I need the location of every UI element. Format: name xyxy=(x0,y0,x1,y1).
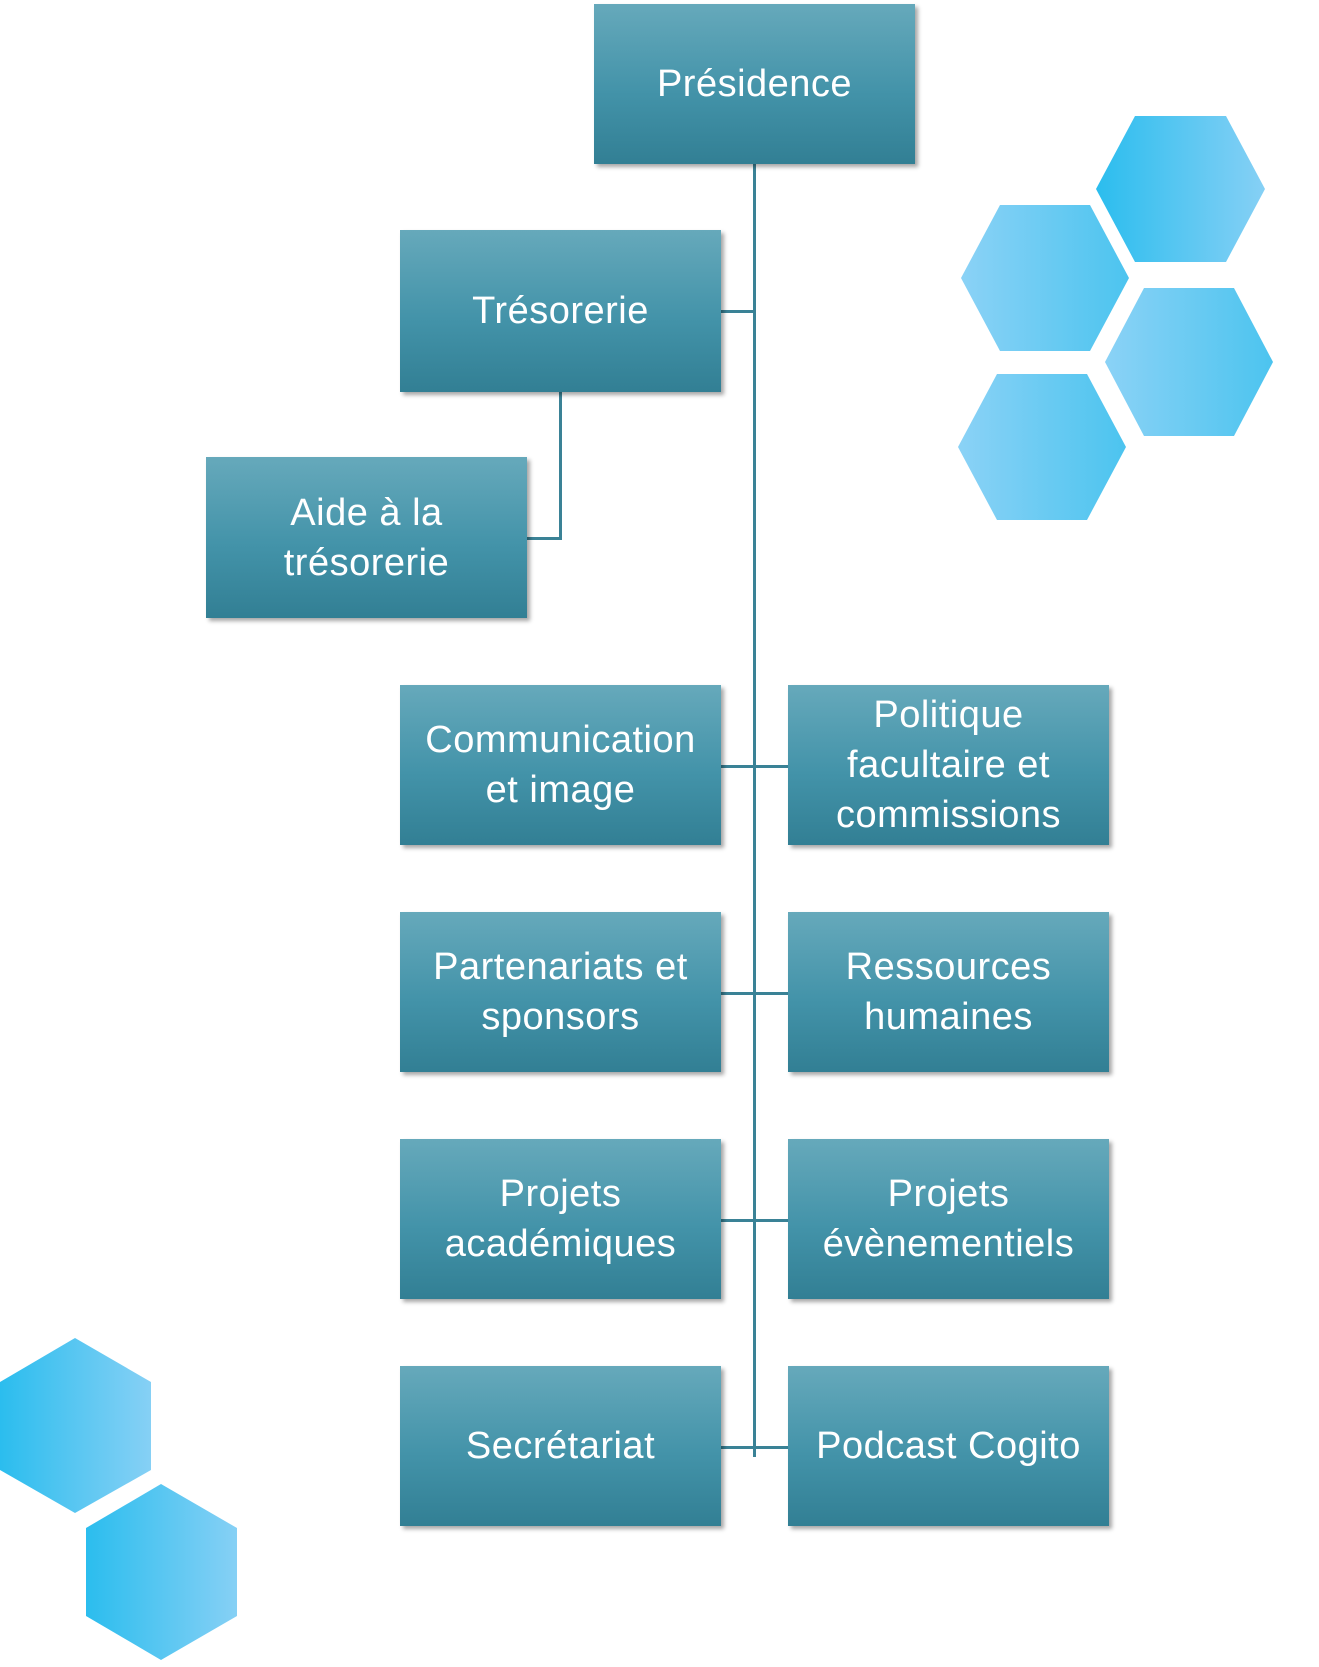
node-label: Secrétariat xyxy=(465,1425,656,1467)
node-podcast: Podcast Cogito xyxy=(788,1366,1109,1526)
node-label: Partenariats et sponsors xyxy=(433,946,688,1038)
node-secretariat: Secrétariat xyxy=(400,1366,721,1526)
connector-aide-horizontal xyxy=(527,537,562,540)
node-politique: Politique facultaire et commissions xyxy=(788,685,1109,845)
node-label: Podcast Cogito xyxy=(816,1425,1081,1467)
node-label: Aide à la trésorerie xyxy=(283,491,450,584)
node-communication: Communication et image xyxy=(400,685,721,845)
connector-row-1 xyxy=(721,765,788,768)
node-tresorerie: Trésorerie xyxy=(400,230,721,392)
hexagon-shape xyxy=(958,374,1126,520)
connector-row-3 xyxy=(721,1219,788,1222)
node-projets-academiques: Projets académiques xyxy=(400,1139,721,1299)
node-presidence: Présidence xyxy=(594,4,915,164)
hexagon-shape xyxy=(86,1484,237,1660)
node-aide-tresorerie: Aide à la trésorerie xyxy=(206,457,527,618)
node-label: Politique facultaire et commissions xyxy=(835,694,1062,836)
connector-row-4 xyxy=(721,1446,788,1449)
connector-aide-vertical xyxy=(559,392,562,540)
node-label: Ressources humaines xyxy=(845,946,1052,1038)
main-connector xyxy=(753,164,756,1457)
hexagon-shape xyxy=(1096,116,1265,262)
node-label: Présidence xyxy=(656,63,853,105)
connector-row-2 xyxy=(721,992,788,995)
node-projets-evenementiels: Projets évènementiels xyxy=(788,1139,1109,1299)
node-partenariats: Partenariats et sponsors xyxy=(400,912,721,1072)
node-label: Projets évènementiels xyxy=(822,1173,1075,1265)
hexagon-shape xyxy=(1105,288,1273,436)
node-ressources: Ressources humaines xyxy=(788,912,1109,1072)
hexagon-shape xyxy=(961,205,1129,351)
connector-tresorerie xyxy=(721,310,755,313)
hexagon-shape xyxy=(0,1338,151,1513)
node-label: Projets académiques xyxy=(444,1173,677,1265)
node-label: Trésorerie xyxy=(472,290,649,332)
node-label: Communication et image xyxy=(425,719,696,811)
